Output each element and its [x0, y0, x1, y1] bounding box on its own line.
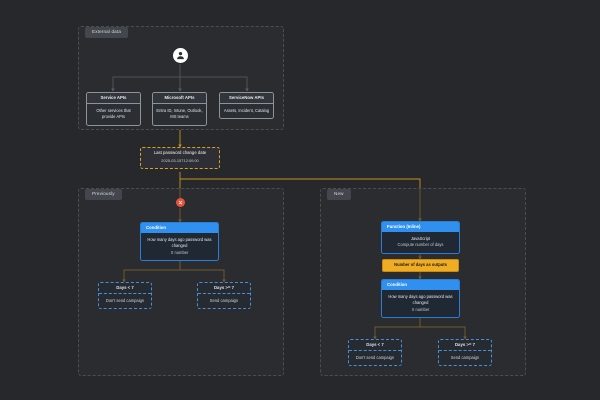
data-node-value: 2025-03-15T12:00:00 — [161, 158, 199, 164]
new-branch-action: Send campaign — [450, 355, 480, 361]
source-node-desc: Other services that provide APIs — [96, 108, 131, 120]
new-condition-body: How many days ago password was changed X… — [382, 290, 459, 316]
data-node-title: Last password change date — [153, 150, 207, 155]
source-node-title: Service APIs — [87, 93, 140, 105]
previously-branch-title: Days >= 7 — [198, 283, 250, 295]
source-node-title: Microsoft APIs — [153, 93, 206, 105]
new-function-language: JavaScript — [410, 236, 431, 242]
previously-branch-days-gte-7[interactable]: Days >= 7 Send campaign — [197, 282, 251, 310]
new-function-desc: Compute number of days — [397, 242, 444, 248]
new-function-header: Function (Inline) — [382, 222, 459, 233]
source-node-desc: Assets, Incident, Catalog — [223, 108, 270, 114]
new-branch-title: Days < 7 — [349, 340, 401, 352]
error-x-icon-glyph — [178, 200, 182, 205]
new-output-pill-label: Number of days as outputs — [394, 262, 447, 268]
previously-condition-question: How many days ago password was changed — [147, 237, 212, 249]
new-branch-action: Don't send campaign — [355, 355, 395, 361]
previously-branch-days-lt-7[interactable]: Days < 7 Don't send campaign — [98, 282, 152, 310]
data-node-last-password-change-date[interactable]: Last password change date 2025-03-15T12:… — [140, 147, 220, 170]
previously-condition-hint: X number — [170, 249, 189, 255]
new-condition-node[interactable]: Condition How many days ago password was… — [381, 279, 460, 318]
user-icon-glyph — [176, 52, 184, 60]
previously-branch-action: Send campaign — [209, 298, 239, 304]
previously-branch-action: Don't send campaign — [105, 298, 145, 304]
previously-branch-title: Days < 7 — [99, 283, 151, 295]
group-label-external-data: External data — [85, 27, 129, 39]
group-label-previously: Previously — [85, 189, 122, 201]
new-function-node[interactable]: Function (Inline) JavaScript Compute num… — [381, 221, 460, 254]
new-condition-question: How many days ago password was changed — [388, 294, 453, 306]
previously-condition-body: How many days ago password was changed X… — [141, 233, 218, 259]
error-x-icon — [175, 198, 185, 207]
source-node-service-apis[interactable]: Service APIs Other services that provide… — [86, 92, 141, 126]
source-node-microsoft-apis[interactable]: Microsoft APIs Entra ID, Intune, Outlook… — [152, 92, 207, 126]
new-condition-header: Condition — [382, 280, 459, 291]
new-function-body: JavaScript Compute number of days — [382, 232, 459, 252]
new-branch-days-lt-7[interactable]: Days < 7 Don't send campaign — [348, 339, 402, 367]
source-node-servicenow-apis[interactable]: ServiceNow APIs Assets, Incident, Catalo… — [219, 92, 274, 120]
previously-condition-node[interactable]: Condition How many days ago password was… — [140, 222, 219, 261]
new-branch-days-gte-7[interactable]: Days >= 7 Send campaign — [438, 339, 492, 367]
group-label-new: New — [327, 189, 351, 201]
source-node-desc: Entra ID, Intune, Outlook, MS teams — [156, 108, 203, 120]
user-icon — [172, 48, 188, 63]
new-output-pill[interactable]: Number of days as outputs — [382, 259, 459, 272]
new-condition-hint: X number — [411, 306, 430, 312]
previously-condition-header: Condition — [141, 223, 218, 234]
source-node-title: ServiceNow APIs — [220, 93, 273, 105]
new-branch-title: Days >= 7 — [439, 340, 491, 352]
